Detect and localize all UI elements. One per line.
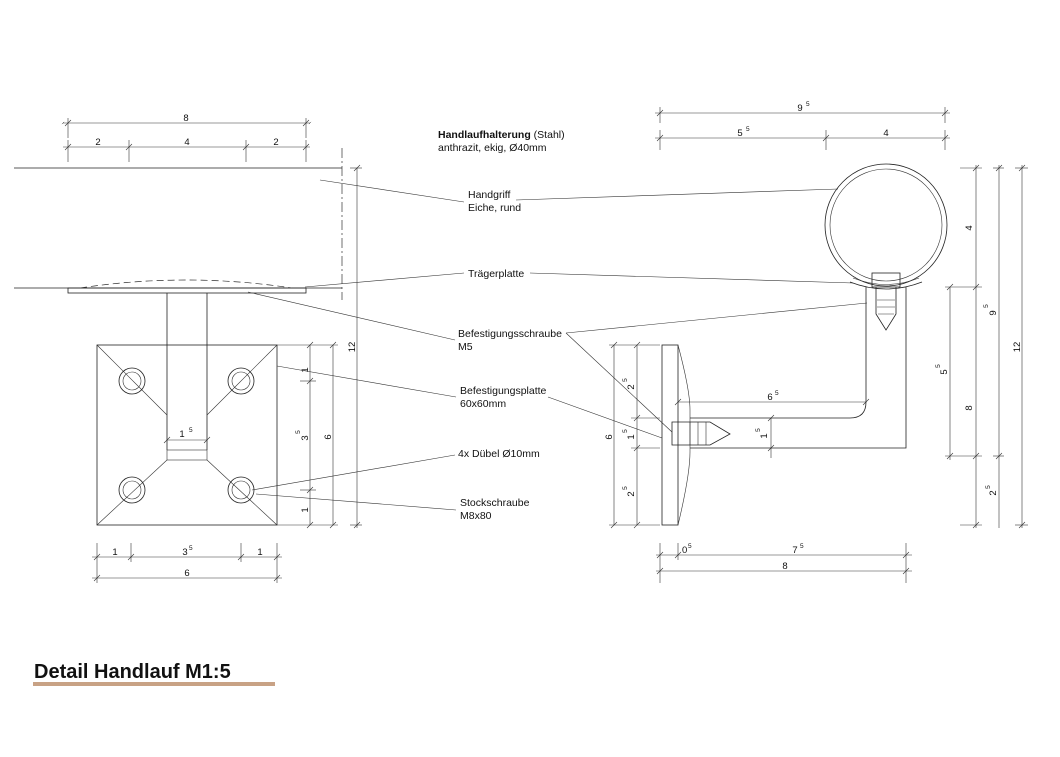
dowel-circle	[118, 476, 146, 504]
dim-superscript: 5	[295, 430, 302, 434]
dim-label: 12	[347, 342, 358, 353]
dim-label: 1	[300, 367, 311, 372]
label-traegerplatte: Trägerplatte	[468, 268, 524, 280]
dim-label: 1	[257, 547, 262, 558]
dim-label: 5	[737, 128, 742, 139]
dowel-circle	[227, 476, 255, 504]
dim-label: 1	[626, 434, 637, 439]
dim-label: 2	[95, 137, 100, 148]
dim-label: 8	[964, 405, 975, 410]
dim-superscript: 5	[935, 364, 942, 368]
dim-superscript: 5	[622, 486, 629, 490]
wall-plate-side	[661, 344, 679, 526]
dim-superscript: 5	[746, 126, 750, 133]
dim-label: 8	[183, 113, 188, 124]
dim-superscript: 5	[775, 390, 779, 397]
dim-label: 2	[626, 491, 637, 496]
dim-label: 9	[988, 310, 999, 315]
callout-labels: Handgriff Eiche, rund Trägerplatte Befes…	[458, 189, 562, 522]
title-underline	[33, 682, 275, 686]
dim-label: 3	[300, 435, 311, 440]
dim-superscript: 5	[985, 485, 992, 489]
dowel-circle	[227, 367, 255, 395]
bracket-arm	[690, 287, 867, 419]
dim-superscript: 5	[189, 545, 193, 552]
label-handgriff: Handgriff	[468, 189, 510, 201]
dim-label: 1	[300, 507, 311, 512]
leader-lines	[247, 179, 868, 511]
label-stockschraube: Stockschraube	[460, 497, 530, 509]
right-side-view: 9 5 5 5 4 4 8 2 5 9 5 12 5 5 6	[604, 101, 1028, 583]
dim-label: 4	[883, 128, 888, 139]
dim-chain-top: 8 2 4 2	[61, 113, 312, 162]
dim-label: 9	[797, 103, 802, 114]
dim-label: 8	[782, 561, 787, 572]
label-stockschraube-size: M8x80	[460, 510, 492, 522]
dim-label: 1	[112, 547, 117, 558]
dim-label: 2	[626, 384, 637, 389]
dim-label: 6	[767, 392, 772, 403]
dim-label: 2	[988, 490, 999, 495]
dim-chain-vertical-left: 12 6 1 3 5 1	[277, 164, 362, 529]
label-platte-size: 60x60mm	[460, 398, 506, 410]
dim-superscript: 5	[189, 427, 193, 434]
label-befestigungsschraube: Befestigungsschraube	[458, 328, 562, 340]
dim-label: 6	[604, 434, 615, 439]
dim-chain-bottom: 1 3 5 1 6	[92, 543, 282, 583]
dim-label: 6	[323, 434, 334, 439]
dim-label: 4	[184, 137, 189, 148]
dim-label: 4	[964, 225, 975, 230]
bracket-description: anthrazit, ekig, Ø40mm	[438, 142, 547, 154]
carrier-plate-curve	[79, 279, 293, 289]
handrail-section	[824, 163, 948, 287]
dim-label: 1	[759, 433, 770, 438]
dim-label: 12	[1012, 342, 1023, 353]
drawing-title: Detail Handlauf M1:5	[34, 661, 231, 683]
dim-superscript: 5	[983, 304, 990, 308]
dim-superscript: 5	[622, 378, 629, 382]
label-befestigungsplatte: Befestigungsplatte	[460, 385, 547, 397]
dim-superscript: 5	[688, 543, 692, 550]
wall-plate	[96, 344, 278, 526]
dim-label: 1	[179, 429, 184, 440]
dim-superscript: 5	[800, 543, 804, 550]
dim-label: 6	[184, 568, 189, 579]
left-front-view: 8 2 4 2 12 6 1 3 5 1 1 5	[14, 113, 362, 583]
carrier-plate	[67, 287, 307, 294]
label-duebel: 4x Dübel Ø10mm	[458, 448, 540, 460]
dim-superscript: 5	[622, 429, 629, 433]
dim-label: 2	[273, 137, 278, 148]
dim-superscript: 5	[755, 428, 762, 432]
label-schraube-size: M5	[458, 341, 473, 353]
dim-superscript: 5	[806, 101, 810, 108]
dim-label: 5	[939, 369, 950, 374]
dim-label: 3	[182, 547, 187, 558]
screw-m5	[875, 287, 897, 331]
dim-label: 7	[792, 545, 797, 556]
dowel-circle	[118, 367, 146, 395]
label-handgriff-material: Eiche, rund	[468, 202, 521, 214]
dim-label: 0	[682, 545, 687, 556]
bracket-heading: Handlaufhalterung (Stahl)	[438, 129, 565, 141]
